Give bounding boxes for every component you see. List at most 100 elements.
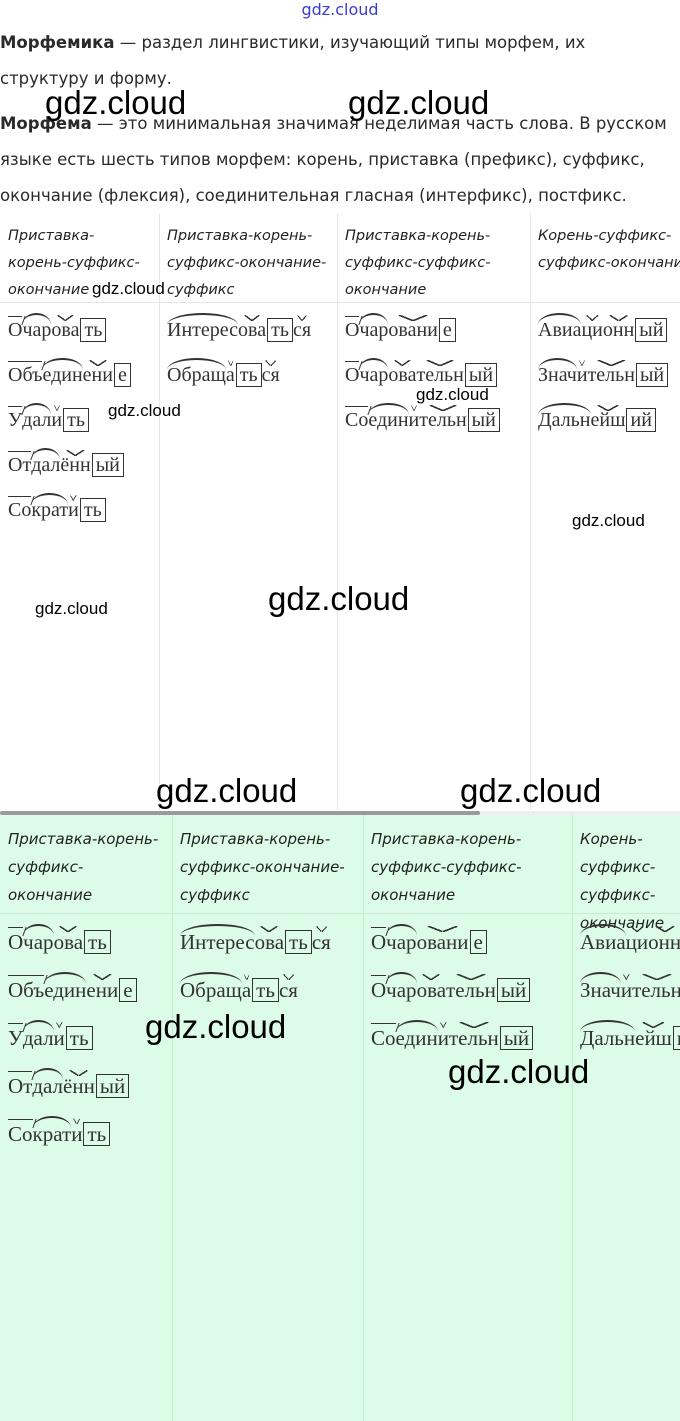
morpheme-suffix: и (68, 495, 79, 521)
morpheme-suffix: онн (602, 315, 635, 341)
morpheme-root: дал (22, 403, 52, 431)
morpheme-suffix: овани (388, 315, 438, 341)
watermark: gdz.cloud (268, 580, 410, 617)
column-header: Приставка-корень-суффикс-окончание (0, 213, 159, 303)
horizontal-scrollbar[interactable] (0, 811, 680, 815)
morpheme-ending: ый (635, 318, 668, 342)
column-header: Корень-суффикс-суффикс-окончание (530, 213, 680, 303)
morpheme-ending: ый (499, 1026, 534, 1050)
morpheme-suffix: тельн (446, 974, 496, 1002)
morpheme-prefix: У (8, 1023, 23, 1050)
morpheme-suffix: ейш (635, 1022, 672, 1050)
morpheme-ending: ий (672, 1026, 680, 1050)
morpheme-root: един (368, 403, 409, 431)
morpheme-ending: ть (83, 1122, 111, 1146)
watermark: gdz.cloud (35, 599, 108, 618)
morpheme-ending: е (438, 318, 456, 342)
morpheme-root: Обращ (167, 358, 226, 386)
morpheme-ending: ый (496, 978, 531, 1002)
morpheme-root: Обращ (180, 972, 242, 1002)
morpheme-suffix: тельн (587, 360, 635, 386)
morpheme-root: Авиа (580, 924, 626, 954)
morpheme-ending: ый (91, 453, 124, 477)
morpheme-suffix: и (53, 1022, 65, 1050)
watermark: gdz.cloud (45, 84, 187, 121)
morpheme-suffix: ённ (60, 450, 91, 476)
morpheme-root: дал (22, 1020, 54, 1050)
column-header: Приставка-корень-суффикс-окончание-суффи… (172, 815, 363, 914)
morpheme-root: Интерес (167, 313, 239, 341)
morpheme-suffix: а (241, 974, 252, 1002)
morpheme-root: чар (22, 313, 52, 341)
morpheme-prefix: О (345, 361, 360, 386)
table-column: Приставка-корень-суффикс-суффикс-окончан… (337, 213, 531, 810)
morpheme-root: Дальн (538, 403, 591, 431)
morpheme-ending: ый (464, 363, 498, 387)
morpheme-root: Знач (580, 972, 621, 1002)
morpheme-suffix: ённ (63, 1070, 95, 1098)
morpheme-root: Дальн (580, 1020, 636, 1050)
morpheme-suffix: и (437, 1022, 449, 1050)
morpheme-ending: ть (252, 978, 279, 1002)
morpheme-root: чар (386, 972, 417, 1002)
morpheme-suffix: ци (625, 926, 649, 954)
morpheme-root: един (395, 1020, 438, 1050)
morpheme-suffix: ова (238, 315, 267, 341)
site-watermark: gdz.cloud (301, 0, 379, 19)
morpheme-ending: ть (84, 930, 111, 954)
morpheme-prefix: У (8, 406, 23, 431)
morpheme-ending: ть (80, 318, 107, 342)
morpheme-prefix: Со (8, 1119, 33, 1146)
morpheme-root: един (44, 972, 87, 1002)
morpheme-suffix: ова (51, 315, 80, 341)
morpheme-ending: ть (63, 408, 89, 432)
morpheme-suffix: и (71, 1118, 83, 1146)
column-header: Приставка-корень-суффикс-суффикс-окончан… (363, 815, 572, 914)
scrollbar-thumb[interactable] (0, 811, 480, 815)
morpheme-suffix: и (576, 360, 588, 386)
morpheme-postfix: ся (278, 974, 298, 1002)
morpheme-root: чар (386, 924, 417, 954)
morpheme-suffix: ци (581, 315, 603, 341)
morpheme-prefix: О (345, 316, 360, 341)
morpheme-suffix: тельн (416, 360, 464, 386)
morpheme-prefix: О (8, 316, 23, 341)
column-header: Приставка-корень-суффикс-окончание (0, 815, 172, 914)
morpheme-ending: е (113, 363, 131, 387)
morphemics-definition: Морфемика — раздел лингвистики, изучающи… (0, 25, 676, 97)
morpheme-prefix: Со (8, 496, 32, 521)
definition-text: — раздел лингвистики, изучающий типы мор… (0, 33, 586, 88)
morpheme-definition: Морфема — это минимальная значимая недел… (0, 106, 676, 214)
term-morphemics: Морфемика (0, 33, 115, 52)
morpheme-ending: ть (79, 498, 106, 522)
morpheme-ending: ый (95, 1074, 130, 1098)
morpheme-postfix: ся (311, 926, 331, 954)
morpheme-ending: ый (467, 408, 500, 432)
morpheme-prefix: Со (345, 406, 369, 431)
definition-text: — это минимальная значимая неделимая час… (0, 114, 667, 205)
morpheme-suffix: ова (416, 974, 447, 1002)
morpheme-ending: ый (635, 363, 669, 387)
morpheme-postfix: ся (261, 360, 280, 386)
morpheme-root: Знач (538, 358, 577, 386)
morpheme-suffix: ова (53, 926, 84, 954)
watermark: gdz.cloud (572, 511, 645, 530)
watermark: gdz.cloud (460, 772, 602, 809)
